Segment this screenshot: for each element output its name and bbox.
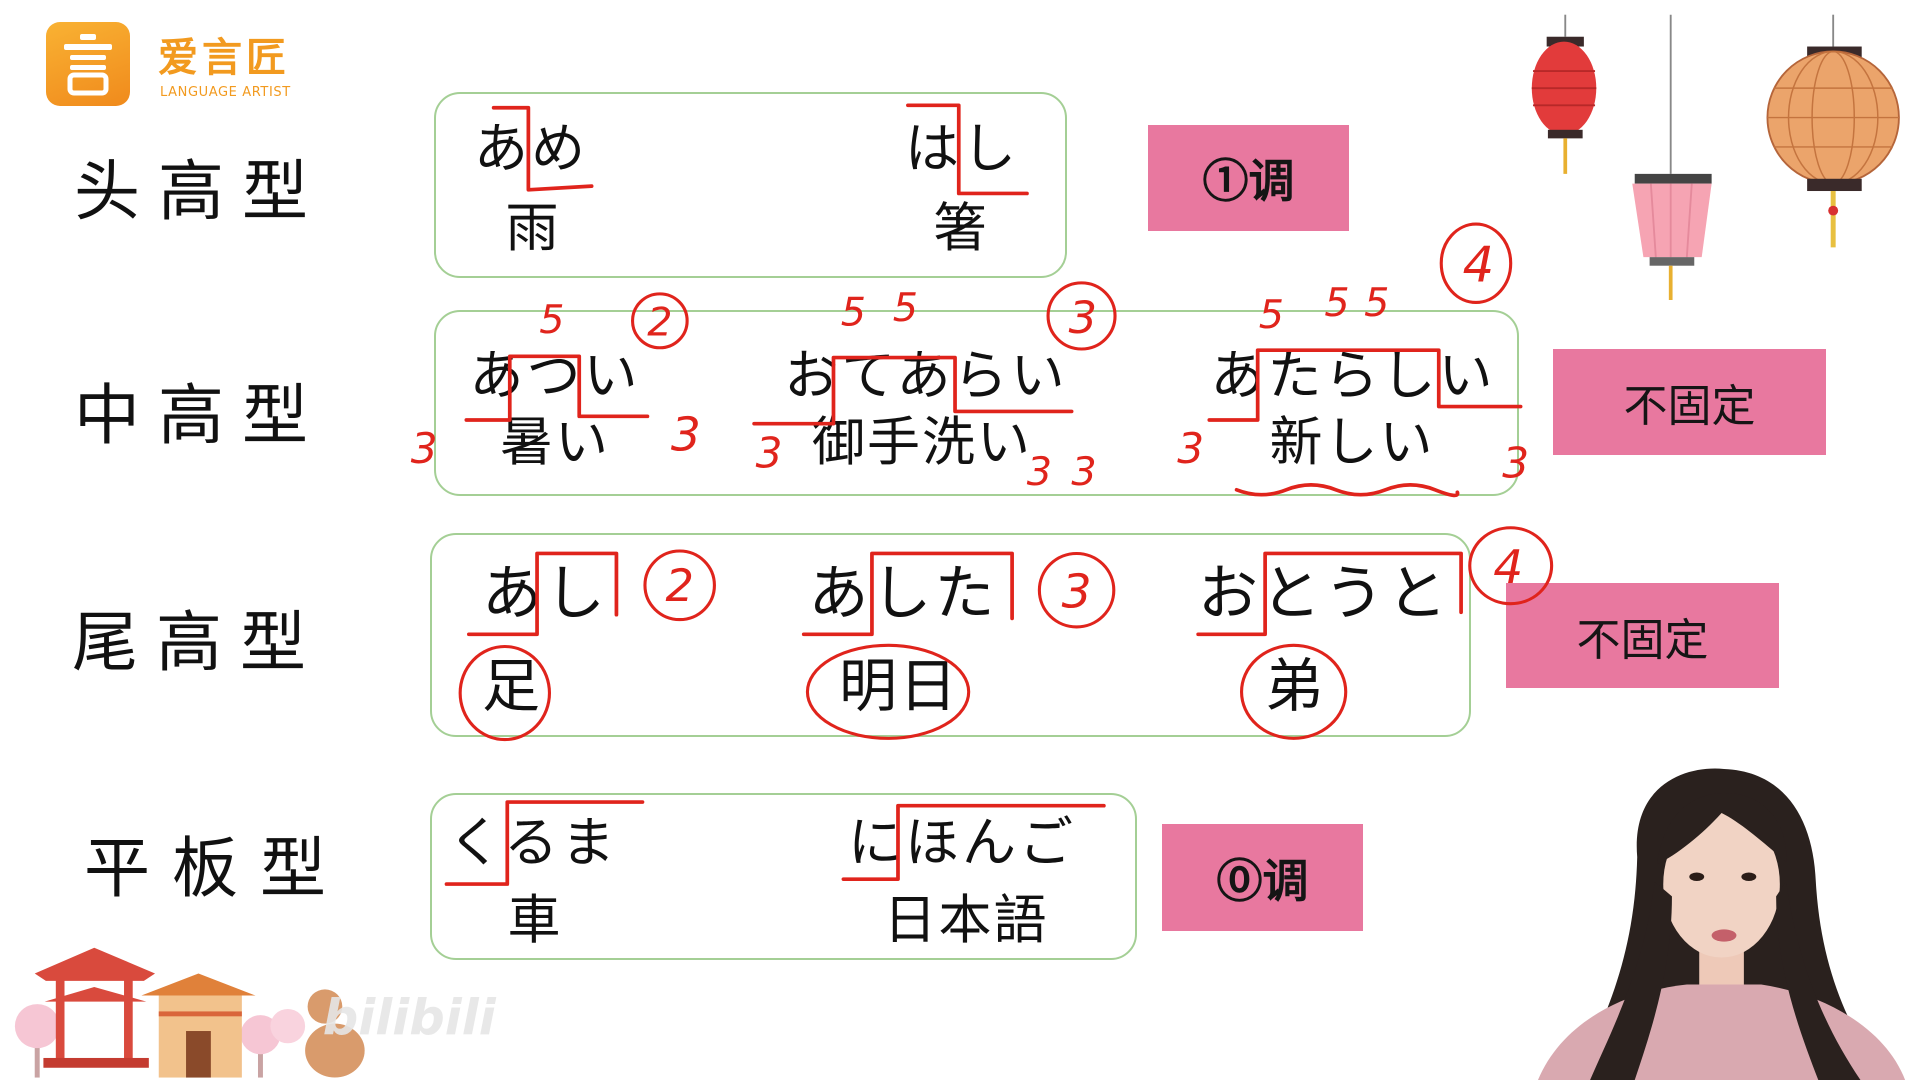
- accent-type-label: 头高型: [74, 153, 326, 230]
- accent-type-label: 尾高型: [72, 604, 324, 681]
- word-kana: くるま: [448, 811, 618, 874]
- word-kana: あたらしい: [1210, 344, 1496, 407]
- handwritten-mark: 4: [1463, 236, 1495, 294]
- accent-type-label: 平板型: [84, 830, 348, 907]
- word-kana: はし: [905, 117, 1019, 180]
- word-kanji: 足: [481, 652, 543, 720]
- word-group-box: [430, 793, 1137, 960]
- word-kanji: 暑い: [500, 412, 610, 473]
- presenter-video: [1537, 768, 1906, 1080]
- annotation-circle: [1439, 222, 1513, 304]
- word-group-box: [434, 92, 1067, 278]
- pagoda-icon: [34, 947, 365, 1078]
- brand-tagline: LANGUAGE ARTIST: [160, 85, 291, 100]
- logo-badge-icon: [46, 22, 130, 106]
- word-kanji: 御手洗い: [812, 412, 1032, 473]
- word-kana: あし: [482, 559, 608, 629]
- word-kanji: 日本語: [883, 890, 1049, 951]
- word-kanji: 明日: [838, 652, 960, 720]
- accent-tag: ⓪调: [1162, 824, 1363, 931]
- word-kana: おてあらい: [784, 344, 1068, 407]
- paper-lantern-icon: [1531, 14, 1597, 174]
- word-kanji: 新しい: [1269, 412, 1435, 473]
- word-kanji: 雨: [505, 198, 561, 259]
- watermark: bilibili: [323, 989, 497, 1047]
- cherry-tree-icon: [14, 1004, 306, 1078]
- word-kana: あつい: [469, 344, 641, 407]
- word-kana: おとうと: [1198, 559, 1450, 629]
- accent-tag: ①调: [1148, 125, 1349, 231]
- accent-tag: 不固定: [1506, 583, 1779, 688]
- word-kana: あめ: [474, 117, 588, 180]
- word-kana: あした: [808, 559, 998, 629]
- brand-name: 爱言匠: [158, 35, 290, 81]
- word-kanji: 箸: [933, 198, 989, 259]
- accent-type-label: 中高型: [74, 377, 326, 454]
- paper-lantern-icon: [1766, 14, 1900, 248]
- logo-glyph-icon: [64, 34, 112, 96]
- word-kanji: 車: [507, 890, 563, 951]
- accent-tag: 不固定: [1553, 349, 1826, 455]
- word-kanji: 弟: [1264, 652, 1326, 720]
- paper-lantern-icon: [1632, 14, 1712, 300]
- word-kana: にほんご: [848, 811, 1076, 874]
